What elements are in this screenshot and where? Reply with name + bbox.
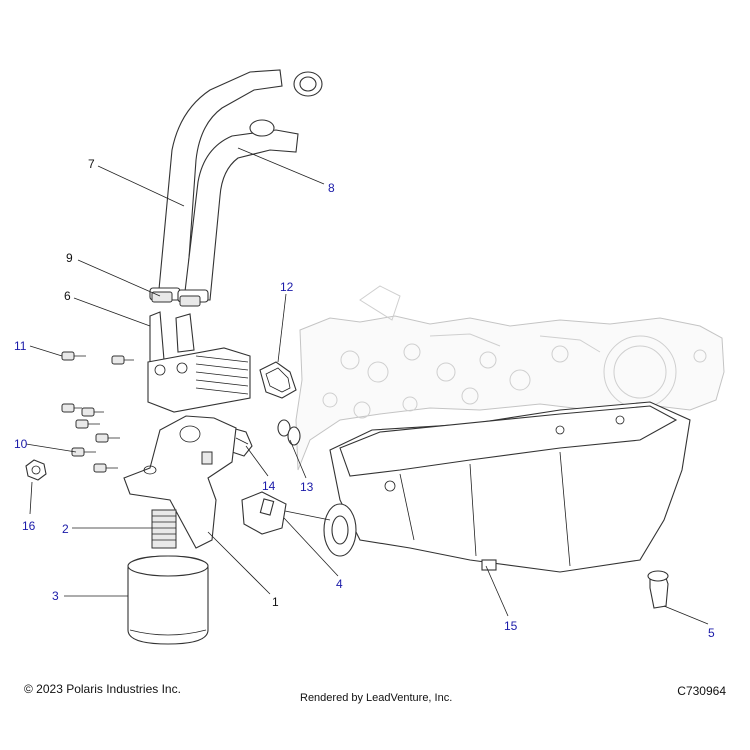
rendered-by-text: Rendered by LeadVenture, Inc. — [300, 692, 453, 704]
dipstick[interactable] — [241, 491, 287, 535]
callout-4[interactable]: 4 — [336, 577, 343, 591]
callout-9[interactable]: 9 — [66, 251, 73, 265]
callout-5[interactable]: 5 — [708, 626, 715, 640]
leader-lines — [25, 147, 709, 625]
callout-16[interactable]: 16 — [22, 519, 36, 533]
gasket-12[interactable] — [259, 361, 297, 399]
part-code: C730964 — [677, 684, 726, 698]
callout-12[interactable]: 12 — [280, 280, 294, 294]
oil-filter[interactable] — [127, 555, 209, 645]
nut-16[interactable] — [25, 459, 47, 481]
callout-14[interactable]: 14 — [262, 479, 276, 493]
bolts-10[interactable] — [71, 419, 120, 473]
bolts-11[interactable] — [61, 351, 134, 417]
engine-block — [295, 285, 725, 471]
callout-7[interactable]: 7 — [88, 157, 95, 171]
drain-plug[interactable] — [647, 570, 669, 609]
callout-2[interactable]: 2 — [62, 522, 69, 536]
callout-10[interactable]: 10 — [14, 437, 28, 451]
filter-nipple[interactable] — [151, 509, 177, 549]
callout-11[interactable]: 11 — [14, 339, 27, 353]
callout-13[interactable]: 13 — [300, 480, 314, 494]
hose-clamp[interactable] — [249, 71, 323, 137]
oil-cooler[interactable] — [147, 311, 251, 413]
callout-8[interactable]: 8 — [328, 181, 335, 195]
dipstick-tube[interactable] — [279, 503, 357, 557]
callout-15[interactable]: 15 — [504, 619, 518, 633]
callout-3[interactable]: 3 — [52, 589, 59, 603]
callouts: 1 2 3 4 5 6 7 8 9 10 11 12 13 14 15 16 — [14, 157, 715, 640]
callout-1[interactable]: 1 — [272, 595, 279, 609]
callout-6[interactable]: 6 — [64, 289, 71, 303]
oil-pan[interactable] — [329, 401, 691, 573]
oil-filter-housing[interactable] — [123, 415, 237, 549]
copyright-text: © 2023 Polaris Industries Inc. — [24, 682, 181, 696]
o-ring-13[interactable] — [277, 419, 301, 446]
